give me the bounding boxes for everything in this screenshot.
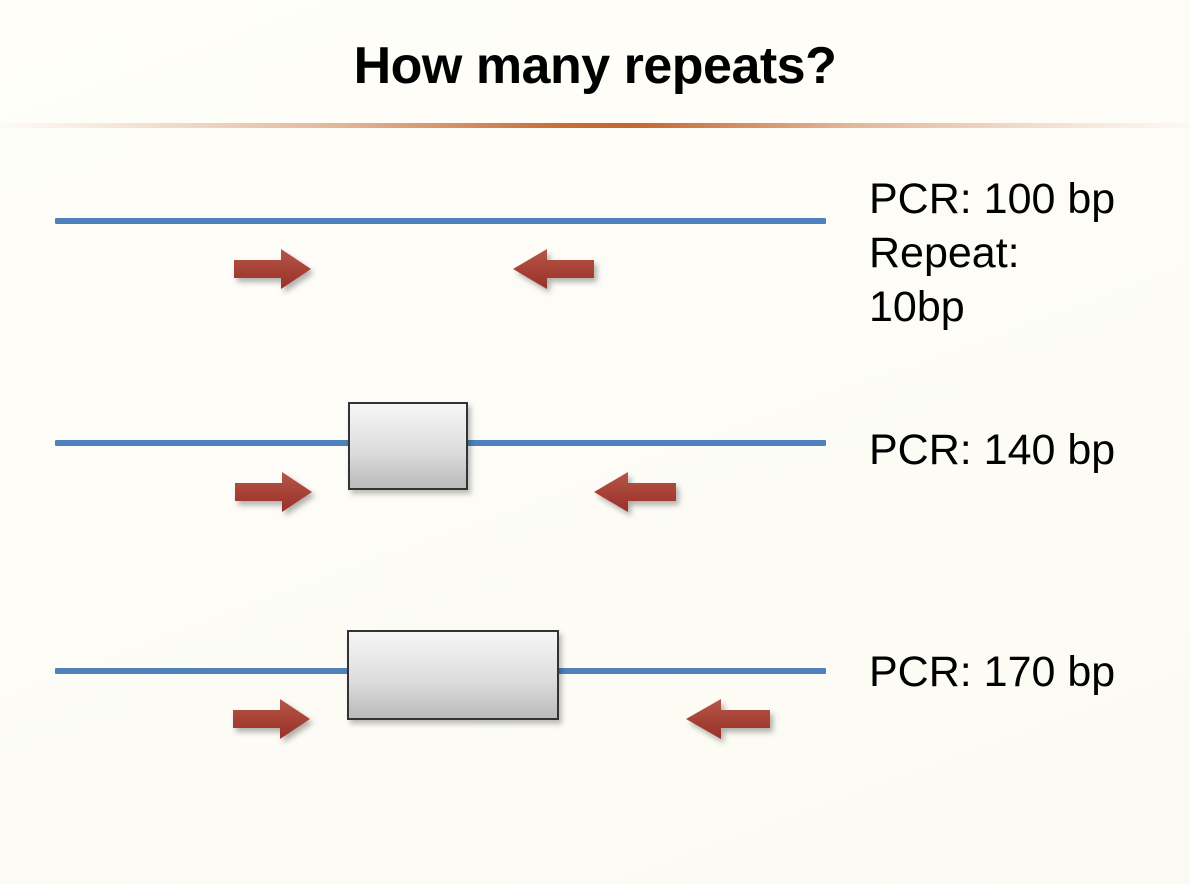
- title-divider-rule: [0, 123, 1190, 128]
- reverse-primer-arrow-row-1: [513, 249, 594, 289]
- row-1-label: PCR: 100 bp Repeat: 10bp: [869, 175, 1116, 331]
- reverse-primer-arrow-row-2: [594, 472, 676, 512]
- forward-primer-arrow-row-2: [235, 472, 312, 512]
- forward-primer-arrow-row-1: [234, 249, 311, 289]
- repeat-insert-box-row-3: [347, 630, 559, 720]
- reverse-primer-arrow-row-3: [686, 699, 770, 739]
- dna-strand-line-row-1: [55, 218, 826, 224]
- repeat-insert-box-row-2: [348, 402, 468, 490]
- row-2-label: PCR: 140 bp: [869, 426, 1116, 474]
- page-title: How many repeats?: [353, 37, 837, 95]
- forward-primer-arrow-row-3: [233, 699, 310, 739]
- row-3-label: PCR: 170 bp: [869, 648, 1116, 696]
